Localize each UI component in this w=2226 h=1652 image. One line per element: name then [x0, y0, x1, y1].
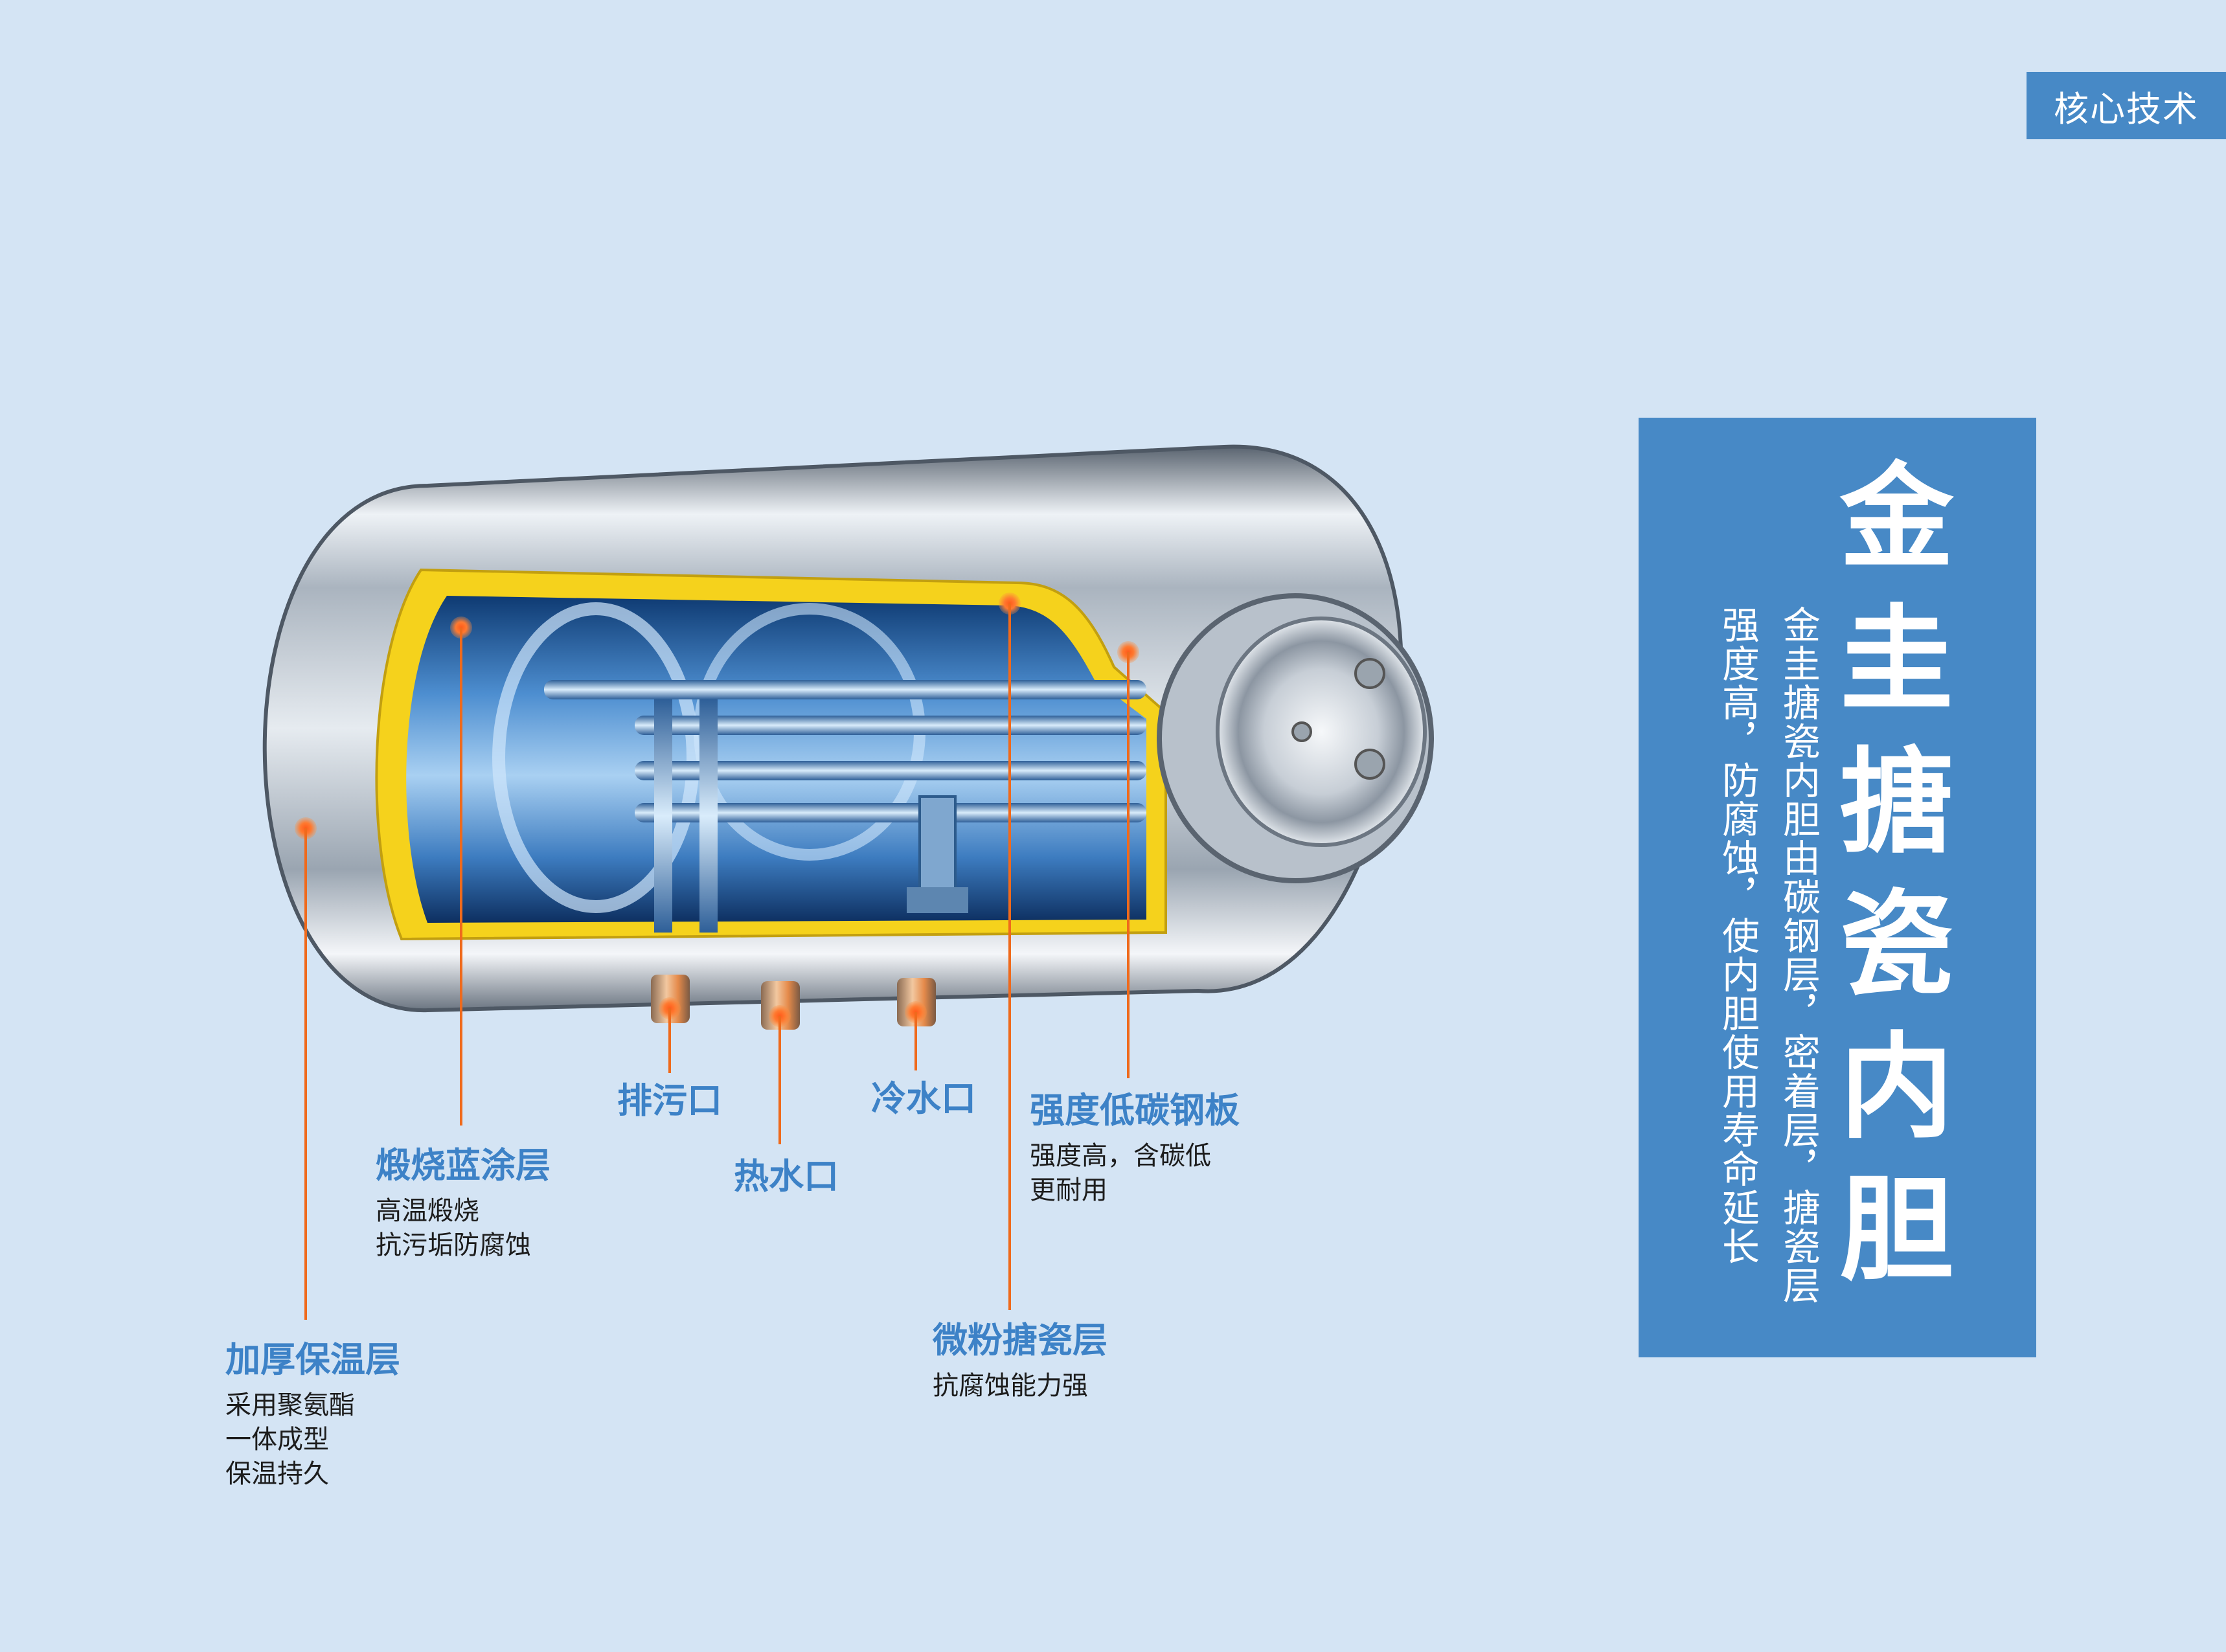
vertical-pipe-2 — [699, 699, 718, 933]
callout-insulation-line-2: 一体成型 — [225, 1425, 329, 1454]
drain-leader — [668, 1008, 671, 1073]
inner-tank — [406, 596, 1146, 923]
panel-description: 金圭搪瓷内胆由碳钢层，密着层，搪瓷层 强度高，防腐蚀，使内胆使用寿命延长 — [1707, 605, 1829, 1305]
enamel-layer-leader — [1008, 604, 1011, 1310]
callout-steel-plate-title: 强度低碳钢板 — [1030, 1090, 1240, 1131]
panel-description-line-1: 金圭搪瓷内胆由碳钢层，密着层，搪瓷层 — [1777, 605, 1821, 1305]
vertical-pipe-1 — [654, 699, 672, 933]
callout-enamel-layer-title: 微粉搪瓷层 — [933, 1320, 1107, 1361]
blue-coating-leader — [460, 628, 462, 1126]
inner-ring-1 — [492, 602, 699, 913]
anode-base — [907, 887, 968, 913]
steel-plate-leader — [1127, 652, 1130, 1078]
callout-blue-coating-line-1: 高温煅烧 — [376, 1196, 479, 1226]
anode-rod — [918, 795, 957, 895]
callout-insulation: 加厚保温层 采用聚氨酯 一体成型 保温持久 — [225, 1331, 400, 1491]
section-badge: 核心技术 — [2027, 72, 2226, 139]
terminal-bottom — [1354, 749, 1385, 780]
callout-steel-plate: 强度低碳钢板 强度高，含碳低 更耐用 — [1030, 1081, 1240, 1208]
callout-enamel-layer: 微粉搪瓷层 抗腐蚀能力强 — [933, 1311, 1107, 1403]
heating-rod-1 — [544, 680, 1146, 699]
callout-hot-water-title: 热水口 — [734, 1156, 839, 1197]
callout-enamel-layer-line-1: 抗腐蚀能力强 — [933, 1371, 1088, 1401]
panel-title: 金圭搪瓷内胆 — [1820, 457, 1953, 1311]
cold-water-leader — [914, 1012, 917, 1070]
callout-cold-water-title: 冷水口 — [871, 1078, 976, 1119]
callout-insulation-title: 加厚保温层 — [225, 1339, 400, 1380]
callout-steel-plate-line-1: 强度高，含碳低 — [1030, 1141, 1211, 1171]
callout-drain-title: 排污口 — [617, 1080, 722, 1121]
callout-blue-coating: 煅烧蓝涂层 高温煅烧 抗污垢防腐蚀 — [376, 1137, 551, 1263]
callout-steel-plate-line-2: 更耐用 — [1030, 1175, 1107, 1205]
callout-blue-coating-title: 煅烧蓝涂层 — [376, 1145, 551, 1186]
feature-panel: 金圭搪瓷内胆 金圭搪瓷内胆由碳钢层，密着层，搪瓷层 强度高，防腐蚀，使内胆使用寿… — [1639, 418, 2036, 1357]
heating-rod-4 — [635, 803, 1146, 822]
insulation-leader — [304, 828, 307, 1320]
callout-blue-coating-line-2: 抗污垢防腐蚀 — [376, 1230, 531, 1260]
panel-description-line-2: 强度高，防腐蚀，使内胆使用寿命延长 — [1716, 605, 1760, 1266]
callout-insulation-line-3: 保温持久 — [225, 1459, 329, 1489]
flange-cap — [1216, 617, 1427, 847]
heating-rod-3 — [635, 761, 1146, 780]
heating-rod-2 — [635, 716, 1146, 735]
terminal-top — [1354, 658, 1385, 689]
callout-insulation-line-1: 采用聚氨酯 — [225, 1390, 355, 1420]
hot-water-leader — [778, 1016, 781, 1144]
terminal-left — [1291, 721, 1312, 742]
